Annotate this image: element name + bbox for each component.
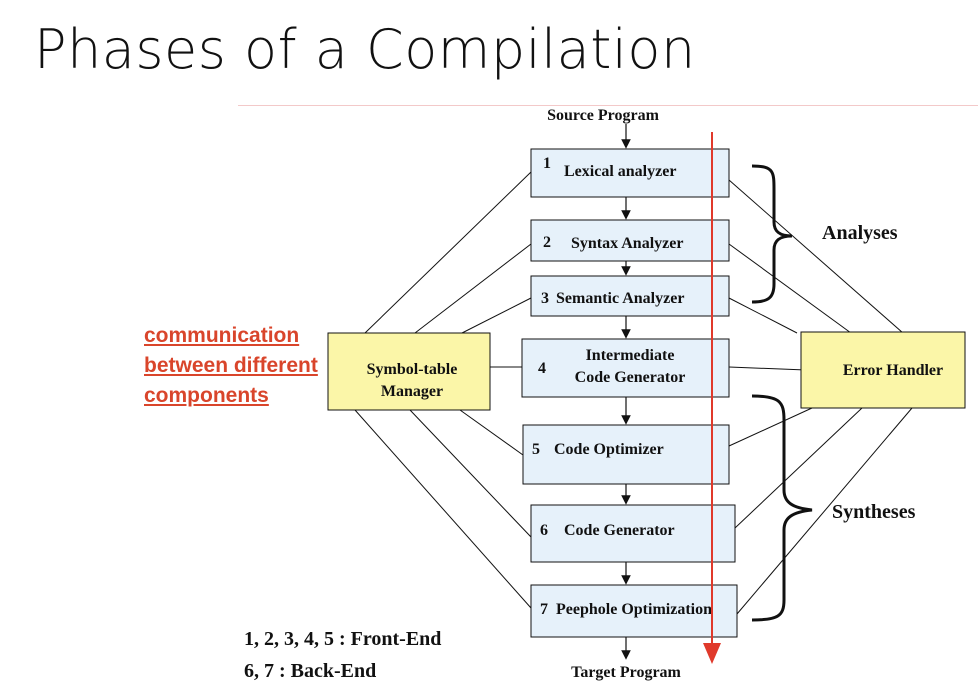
symbol-table-connectors (354, 171, 532, 609)
phase-box-6: 6 Code Generator (530, 504, 736, 563)
back-end-legend: 6, 7 : Back-End (244, 660, 376, 682)
analyses-label: Analyses (822, 222, 898, 244)
red-arrow-head (703, 643, 721, 664)
error-handler-connectors (728, 179, 913, 615)
phase-number: 1 (543, 155, 551, 172)
source-program-label: Source Program (547, 107, 660, 124)
analyses-brace (751, 164, 793, 304)
phase-name: Peephole Optimization (556, 601, 712, 618)
phase-box-7: 7 Peephole Optimization (530, 584, 738, 638)
phase-number: 2 (543, 234, 551, 251)
phase-name-line1: Intermediate (586, 347, 675, 364)
symbol-table-line2: Manager (381, 383, 443, 400)
title-divider (238, 105, 978, 106)
communication-annotation: communication between different componen… (144, 321, 318, 411)
syntheses-label: Syntheses (832, 501, 916, 523)
error-handler-label: Error Handler (843, 362, 943, 379)
phase-number: 7 (540, 601, 548, 618)
symbol-table-manager-box: Symbol-table Manager (327, 332, 491, 411)
phase-box-4: 4 Intermediate Code Generator (521, 338, 730, 398)
phase-box-2: 2 Syntax Analyzer (530, 219, 730, 262)
phase-name: Code Optimizer (554, 441, 664, 458)
error-handler-box: Error Handler (800, 331, 966, 409)
page-title: Phases of a Compilation (34, 18, 696, 81)
phase-number: 4 (538, 360, 546, 377)
syntheses-brace (751, 394, 813, 622)
target-program-label: Target Program (571, 664, 681, 681)
annotation-line1: communication (144, 324, 300, 347)
phase-name: Semantic Analyzer (556, 290, 684, 307)
phase-name-line2: Code Generator (575, 369, 686, 386)
phase-name: Lexical analyzer (564, 163, 676, 180)
front-end-legend: 1, 2, 3, 4, 5 : Front-End (244, 628, 441, 650)
annotation-line2: between different (144, 354, 318, 377)
phase-name: Syntax Analyzer (571, 235, 683, 252)
phase-number: 6 (540, 522, 548, 539)
symbol-table-line1: Symbol-table (367, 361, 458, 378)
phase-box-5: 5 Code Optimizer (522, 424, 730, 485)
phase-number: 3 (541, 290, 549, 307)
phase-name: Code Generator (564, 522, 675, 539)
phase-box-1: 1 Lexical analyzer (530, 148, 730, 198)
phase-box-3: 3 Semantic Analyzer (530, 275, 730, 317)
annotation-line3: components (144, 384, 269, 407)
phase-number: 5 (532, 441, 540, 458)
